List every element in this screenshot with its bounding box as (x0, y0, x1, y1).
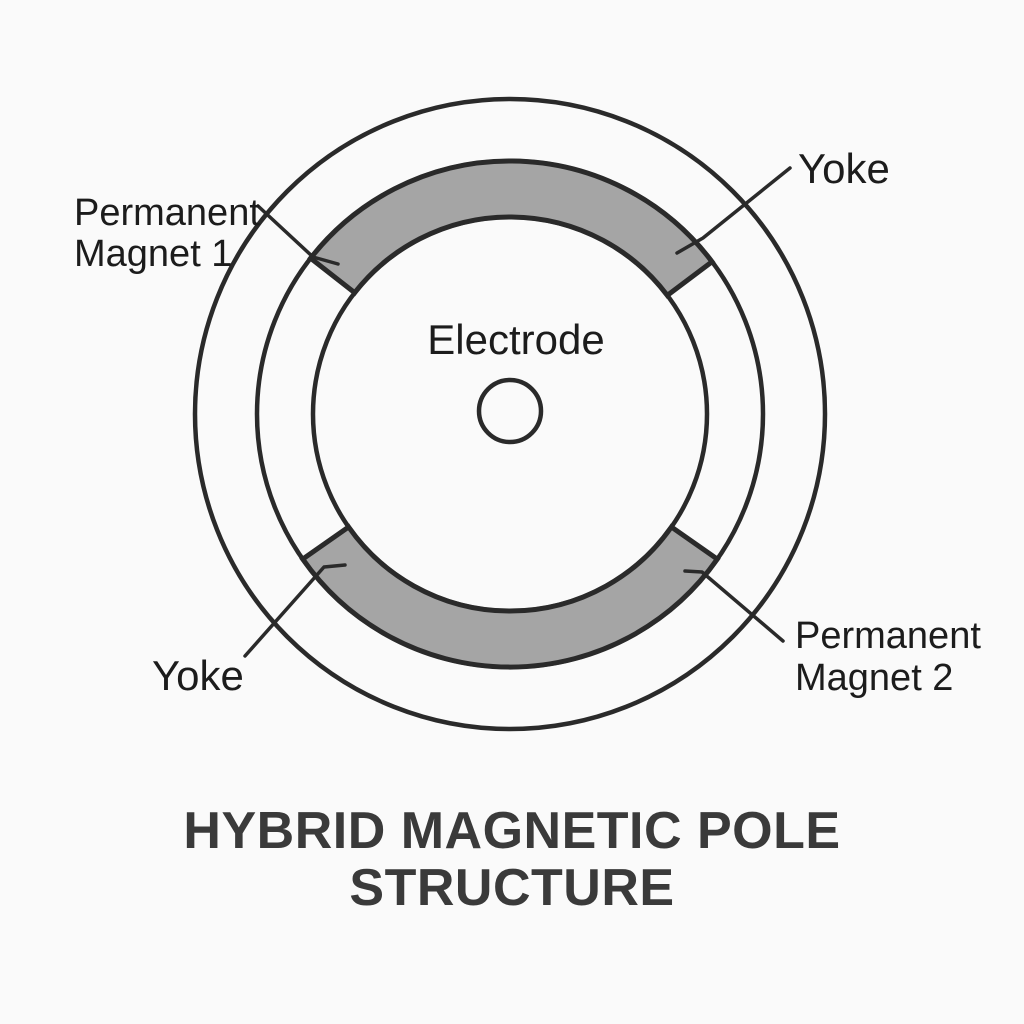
leader-line-yoke-bottom (243, 563, 347, 658)
label-yoke-bottom: Yoke (152, 652, 244, 699)
label-permanent-magnet-1-line2: Magnet 1 (74, 233, 232, 275)
leader-line-permanent-magnet-1 (256, 204, 340, 266)
permanent-magnet-2-arc (299, 523, 721, 670)
leader-line-permanent-magnet-2 (683, 569, 785, 643)
label-permanent-magnet-1-line1: Permanent (74, 192, 260, 234)
label-electrode: Electrode (427, 316, 604, 363)
label-yoke-top: Yoke (798, 145, 890, 192)
label-permanent-magnet-2-line2: Magnet 2 (795, 657, 953, 699)
permanent-magnet-1-arc (307, 158, 716, 299)
diagram-title-line1: HYBRID MAGNETIC POLE (183, 802, 840, 860)
electrode-circle (476, 377, 544, 445)
outer-boundary-circle (192, 96, 828, 732)
diagram-title-line2: STRUCTURE (349, 859, 674, 917)
label-permanent-magnet-2-line1: Permanent (795, 615, 981, 657)
leader-line-yoke-top (675, 166, 792, 255)
